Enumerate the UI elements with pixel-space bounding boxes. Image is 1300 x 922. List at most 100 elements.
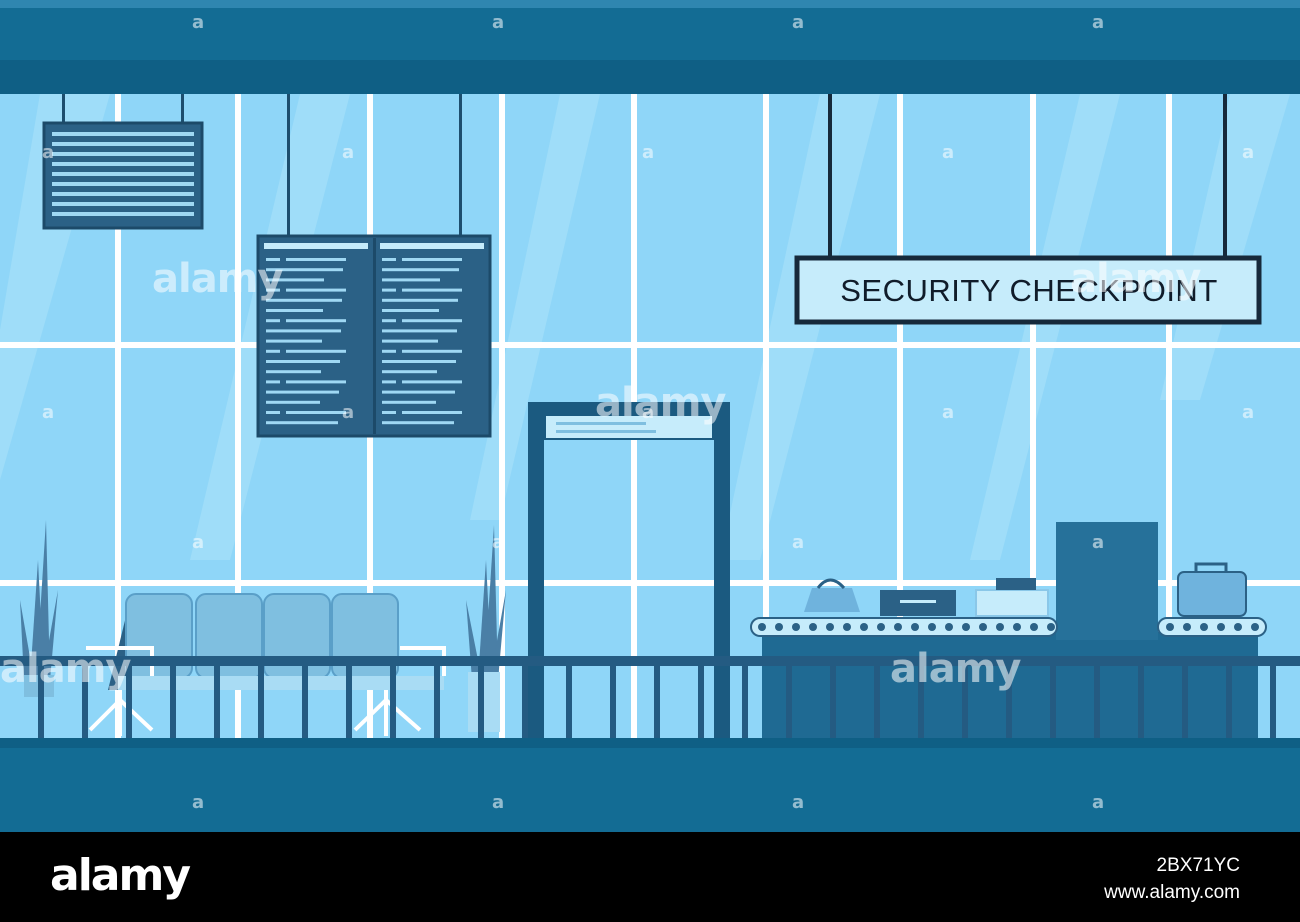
rail-post bbox=[302, 664, 308, 740]
security-checkpoint-sign: SECURITY CHECKPOINT bbox=[840, 273, 1218, 308]
board-line bbox=[266, 411, 280, 414]
watermark: alamy bbox=[890, 646, 1021, 692]
watermark-mark: a bbox=[192, 792, 205, 813]
watermark-mark: a bbox=[642, 142, 655, 163]
rail-post bbox=[214, 664, 220, 740]
rail-post bbox=[522, 664, 528, 740]
board-line bbox=[382, 339, 438, 343]
conveyor-rollers bbox=[758, 623, 1259, 631]
ceiling-lower-band bbox=[0, 60, 1300, 94]
rail-post bbox=[1226, 664, 1232, 740]
watermark-mark: a bbox=[1242, 142, 1255, 163]
roller bbox=[877, 623, 885, 631]
watermark-mark: a bbox=[342, 402, 355, 423]
ceiling-highlight bbox=[0, 0, 1300, 8]
board-line bbox=[266, 390, 339, 394]
watermark-mark: a bbox=[1092, 792, 1105, 813]
board-line bbox=[266, 421, 338, 425]
board-line bbox=[266, 309, 323, 312]
board-line bbox=[266, 298, 342, 302]
board-line bbox=[382, 390, 455, 394]
rail-post bbox=[874, 664, 880, 740]
roller bbox=[911, 623, 919, 631]
roller bbox=[962, 623, 970, 631]
roller bbox=[894, 623, 902, 631]
board-line bbox=[382, 400, 436, 404]
board-line bbox=[266, 349, 280, 353]
footer-credit: 2BX71YC www.alamy.com bbox=[1104, 852, 1240, 906]
rail-post bbox=[918, 664, 924, 740]
board-line bbox=[286, 258, 346, 261]
watermark-mark: a bbox=[42, 142, 55, 163]
roller bbox=[1166, 623, 1174, 631]
roller bbox=[826, 623, 834, 631]
board-line bbox=[286, 349, 346, 353]
board-line bbox=[266, 370, 321, 374]
rail-post bbox=[346, 664, 352, 740]
watermark: alamy bbox=[1070, 256, 1201, 302]
illustration bbox=[0, 0, 1300, 832]
board-line bbox=[382, 288, 396, 292]
roller bbox=[860, 623, 868, 631]
flight-board-small bbox=[42, 94, 204, 230]
rail-post bbox=[610, 664, 616, 740]
board-line bbox=[266, 258, 280, 261]
rail-post bbox=[566, 664, 572, 740]
board-line bbox=[266, 329, 341, 333]
roller bbox=[843, 623, 851, 631]
rail-post bbox=[38, 664, 44, 740]
board-line bbox=[382, 411, 396, 414]
rail-post bbox=[478, 664, 484, 740]
board-line bbox=[266, 400, 320, 404]
roller bbox=[979, 623, 987, 631]
watermark-mark: a bbox=[492, 12, 505, 33]
watermark-mark: a bbox=[192, 12, 205, 33]
watermark-mark: a bbox=[192, 532, 205, 553]
board-line bbox=[266, 268, 343, 272]
board-line bbox=[402, 349, 462, 353]
watermark-mark: a bbox=[342, 142, 355, 163]
rail-post bbox=[1270, 664, 1276, 740]
metal-detector bbox=[528, 402, 730, 740]
rail-post bbox=[1182, 664, 1188, 740]
board-line bbox=[286, 380, 346, 384]
board-line bbox=[382, 258, 396, 261]
departures-board-large bbox=[256, 94, 492, 438]
board-line bbox=[382, 380, 396, 384]
board-line bbox=[382, 268, 459, 272]
rail-post bbox=[654, 664, 660, 740]
watermark-mark: a bbox=[942, 402, 955, 423]
roller bbox=[775, 623, 783, 631]
footer-logo: alamy bbox=[50, 850, 191, 901]
roller bbox=[1217, 623, 1225, 631]
roller bbox=[1251, 623, 1259, 631]
roller bbox=[1234, 623, 1242, 631]
watermark: alamy bbox=[152, 256, 283, 302]
roller bbox=[928, 623, 936, 631]
board-line bbox=[382, 370, 437, 374]
board-line bbox=[266, 360, 340, 363]
board-line bbox=[382, 309, 439, 312]
board-line bbox=[266, 288, 280, 292]
board-lines bbox=[266, 258, 462, 425]
board-line bbox=[266, 339, 322, 343]
railing bbox=[0, 656, 1300, 740]
board-line bbox=[382, 421, 454, 425]
luggage bbox=[804, 562, 1247, 617]
rail-post bbox=[126, 664, 132, 740]
watermark-mark: a bbox=[1092, 532, 1105, 553]
watermark-mark: a bbox=[792, 532, 805, 553]
board-line bbox=[286, 288, 346, 292]
rail-post bbox=[82, 664, 88, 740]
board-line bbox=[402, 380, 462, 384]
rail-post bbox=[1138, 664, 1144, 740]
watermark: alamy bbox=[595, 380, 726, 426]
board-line bbox=[266, 380, 280, 384]
board-line bbox=[382, 329, 457, 333]
board-line bbox=[382, 278, 440, 282]
security-sign bbox=[794, 94, 1262, 325]
board-line bbox=[402, 258, 462, 261]
board-line bbox=[382, 298, 458, 302]
watermark-mark: a bbox=[792, 12, 805, 33]
